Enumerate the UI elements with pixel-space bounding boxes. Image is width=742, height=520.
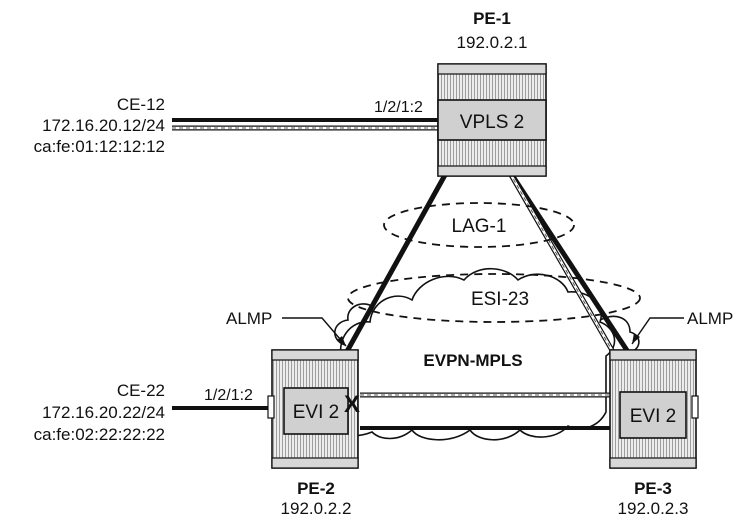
ce12-name: CE-12 xyxy=(117,95,165,114)
evpn-mpls-label: EVPN-MPLS xyxy=(423,351,522,370)
pe1-service-label: VPLS 2 xyxy=(460,112,524,133)
almp-right-arrow xyxy=(632,318,684,344)
pe2-port: 1/2/1:2 xyxy=(204,387,253,404)
pe3-name: PE-3 xyxy=(634,479,672,498)
pe3-ip: 192.0.2.3 xyxy=(618,499,689,518)
pe1-ip: 192.0.2.1 xyxy=(457,33,528,52)
ce22-mac: ca:fe:02:22:22:22 xyxy=(34,425,165,444)
pe1-router: VPLS 2 xyxy=(438,64,546,176)
ce12-mac: ca:fe:01:12:12:12 xyxy=(34,137,165,156)
pe3-router: EVI 2 xyxy=(610,350,698,468)
pe2-name: PE-2 xyxy=(297,479,335,498)
pe2-ip: 192.0.2.2 xyxy=(281,499,352,518)
almp-left-label: ALMP xyxy=(226,309,272,328)
ce22-name: CE-22 xyxy=(117,381,165,400)
ce22-ip: 172.16.20.22/24 xyxy=(42,403,165,422)
pe3-service-label: EVI 2 xyxy=(630,406,676,427)
ce12-ip: 172.16.20.12/24 xyxy=(42,116,165,135)
almp-right-label: ALMP xyxy=(687,309,733,328)
pe1-port: 1/2/1:2 xyxy=(374,99,423,116)
pe1-name: PE-1 xyxy=(473,9,511,28)
lag-label: LAG-1 xyxy=(452,216,507,237)
esi-label: ESI-23 xyxy=(471,289,529,310)
pe2-service-label: EVI 2 xyxy=(293,402,339,423)
fault-mark: X xyxy=(344,391,360,418)
almp-left-arrow xyxy=(282,318,346,346)
